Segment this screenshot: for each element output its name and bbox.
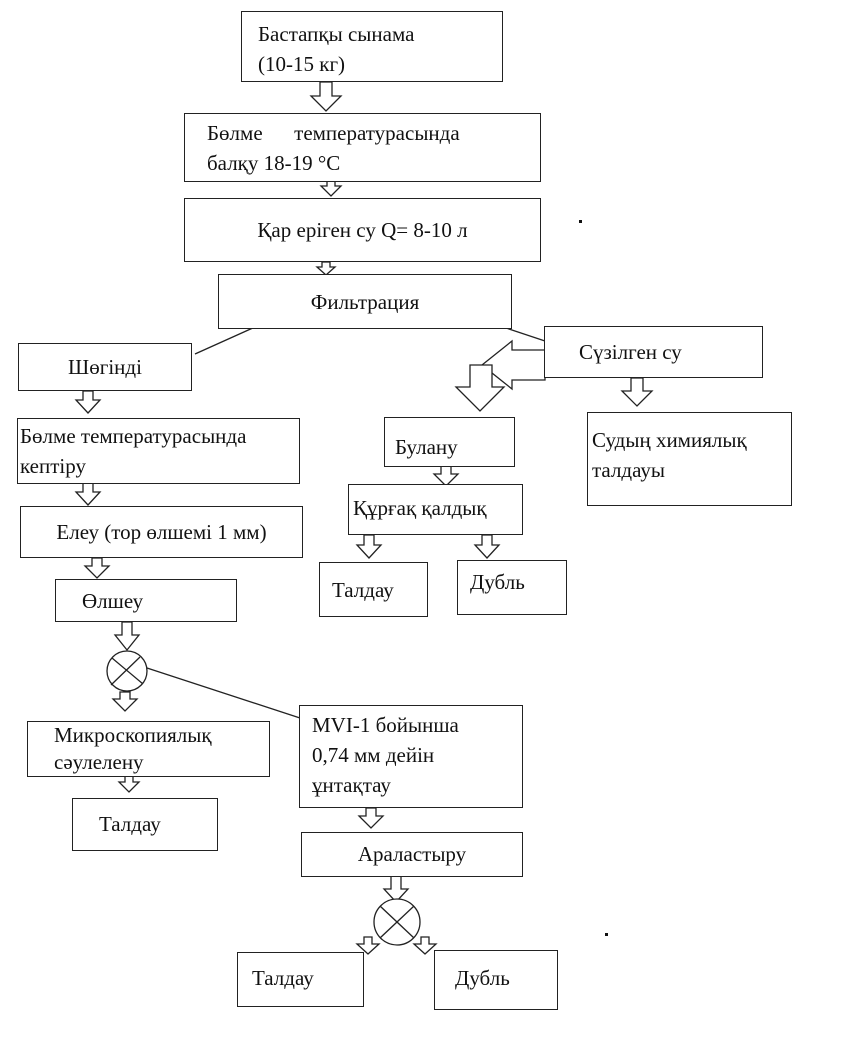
node-text: Бөлме температурасында	[207, 121, 460, 145]
arrow-down-icon	[309, 81, 343, 112]
node-text: 0,74 мм дейін	[312, 743, 435, 767]
arrow-down-icon	[113, 621, 141, 652]
arrow-down-icon	[74, 482, 102, 506]
node-analysis-final: Талдау	[237, 952, 364, 1007]
arrow-down-icon	[454, 364, 506, 412]
arrow-down-icon	[111, 691, 139, 712]
node-text: Дубль	[455, 966, 510, 990]
arrow-down-icon	[620, 377, 654, 407]
arrow-down-icon	[74, 390, 102, 414]
node-mixing: Араластыру	[301, 832, 523, 877]
arrow-down-icon	[432, 465, 460, 487]
connector-filtration-filtered-water	[502, 326, 549, 343]
arrow-down-icon	[355, 936, 381, 955]
node-text: Бөлме температурасында	[20, 424, 247, 448]
arrow-down-icon	[473, 534, 501, 559]
node-text: Елеу (тор өлшемі 1 мм)	[56, 520, 267, 544]
split-symbol-2	[373, 898, 421, 946]
node-text: Сүзілген су	[579, 340, 682, 364]
node-text: Өлшеу	[82, 589, 144, 613]
node-text: ұнтақтау	[312, 773, 391, 797]
node-melt-water: Қар еріген су Q= 8-10 л	[184, 198, 541, 262]
node-text: Бастапқы сынама	[258, 22, 415, 46]
node-text: Шөгінді	[68, 355, 142, 379]
arrow-left-icon	[480, 339, 546, 391]
node-text: Қар еріген су Q= 8-10 л	[257, 218, 468, 242]
node-initial-sample: Бастапқы сынама (10-15 кг)	[241, 11, 503, 82]
node-text: Микроскопиялық	[54, 723, 212, 747]
node-evaporation: Булану	[384, 417, 515, 467]
node-drying: Бөлме температурасында кептіру	[17, 418, 300, 484]
arrow-down-icon	[357, 807, 385, 829]
node-duplicate-residue: Дубль	[457, 560, 567, 615]
arrow-down-icon	[117, 775, 141, 793]
split-symbol-1	[106, 650, 148, 692]
node-weighing: Өлшеу	[55, 579, 237, 622]
connector-split-grinding	[146, 667, 301, 719]
node-sediment: Шөгінді	[18, 343, 192, 391]
node-text: Талдау	[252, 966, 314, 990]
node-filtration: Фильтрация	[218, 274, 512, 329]
node-text: Талдау	[332, 578, 394, 602]
arrow-down-icon	[412, 936, 438, 955]
arrow-down-icon	[319, 179, 343, 197]
node-text: балқу 18-19 °С	[207, 151, 341, 175]
node-duplicate-final: Дубль	[434, 950, 558, 1010]
arrow-down-icon	[382, 875, 410, 903]
node-text: кептіру	[20, 454, 86, 478]
node-text: (10-15 кг)	[258, 52, 346, 76]
node-sieving: Елеу (тор өлшемі 1 мм)	[20, 506, 303, 558]
node-analysis-micro: Талдау	[72, 798, 218, 851]
node-text: талдауы	[592, 458, 665, 482]
node-analysis-residue: Талдау	[319, 562, 428, 617]
node-water-chem-analysis: Судың химиялық талдауы	[587, 412, 792, 506]
arrow-down-icon	[315, 261, 337, 276]
node-grinding: MVI-1 бойынша 0,74 мм дейін ұнтақтау	[299, 705, 523, 808]
node-text: Араластыру	[357, 842, 467, 866]
connector-filtration-sediment	[194, 326, 256, 355]
node-text: Булану	[395, 435, 458, 459]
node-microscopy: Микроскопиялық сәулелену	[27, 721, 270, 777]
node-text: сәулелену	[54, 750, 144, 774]
node-text: Дубль	[470, 570, 525, 594]
node-melting: Бөлме температурасында балқу 18-19 °С	[184, 113, 541, 182]
node-text: Талдау	[99, 812, 161, 836]
node-text: MVI-1 бойынша	[312, 713, 459, 737]
node-dry-residue: Құрғақ қалдық	[348, 484, 523, 535]
stray-dot	[605, 933, 608, 936]
node-text: Фильтрация	[310, 290, 420, 314]
stray-dot	[579, 220, 582, 223]
arrow-down-icon	[355, 534, 383, 559]
node-text: Судың химиялық	[592, 428, 747, 452]
node-filtered-water: Сүзілген су	[544, 326, 763, 378]
node-text: Құрғақ қалдық	[353, 496, 487, 520]
arrow-down-icon	[83, 557, 111, 579]
